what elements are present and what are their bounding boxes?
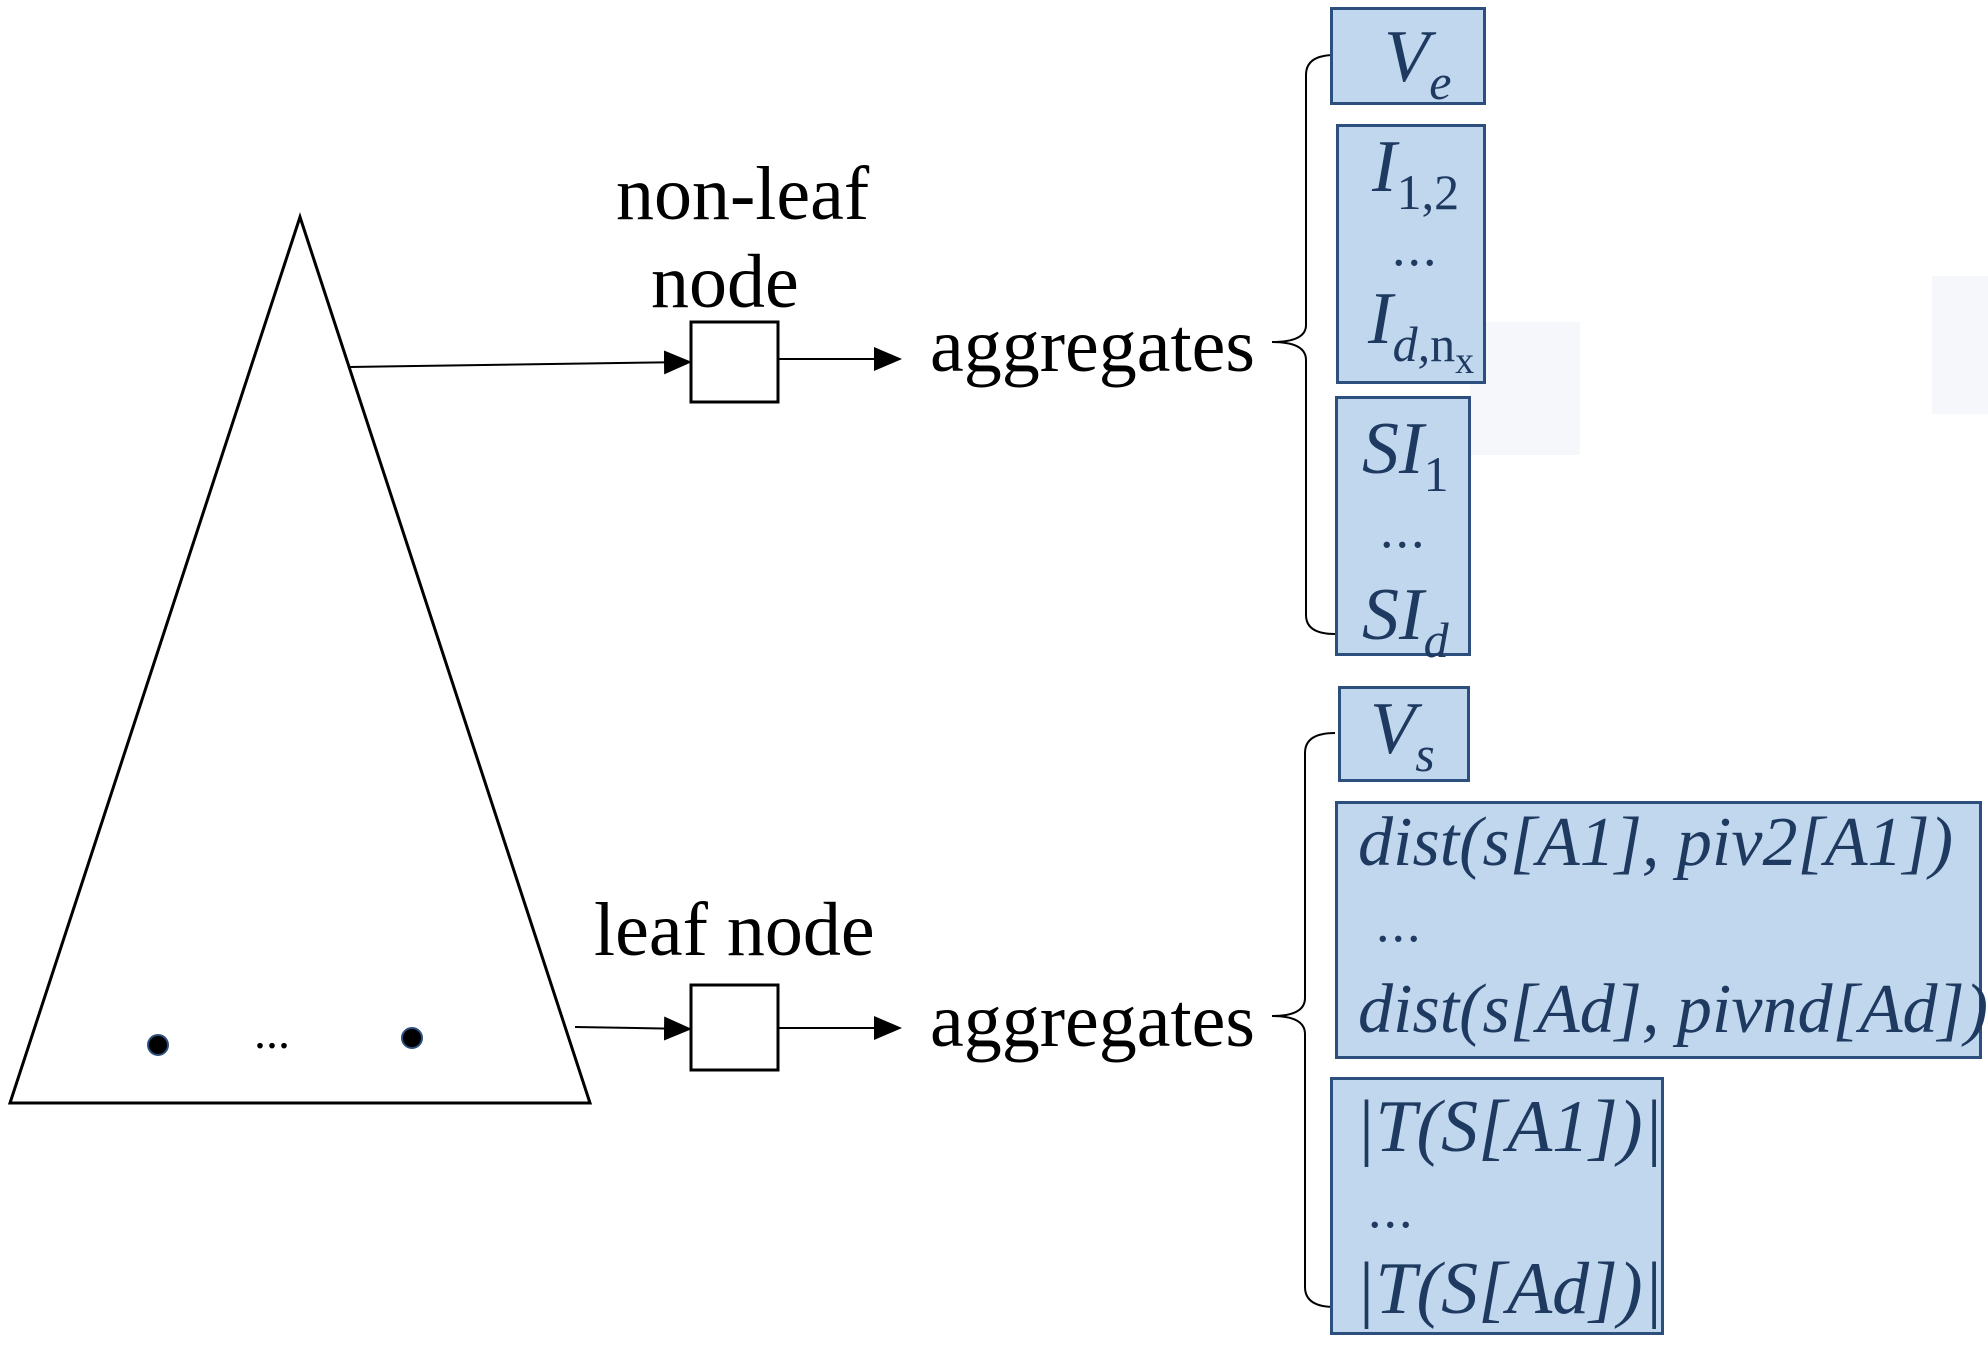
i-last-math: Id,nx	[1368, 278, 1475, 382]
si-last-math: SId	[1362, 574, 1449, 668]
tree-triangle	[7, 212, 593, 1105]
t-first-math: |T(S[A1])|	[1355, 1086, 1663, 1168]
lower-brace	[1271, 732, 1336, 1308]
dist-box	[1335, 801, 1982, 1059]
vs-box	[1338, 686, 1470, 782]
upper-brace	[1271, 54, 1336, 635]
faint-patch-1	[1470, 322, 1580, 455]
leaf-pointer-line	[574, 1016, 692, 1041]
leaf-aggregates-label: aggregates	[930, 979, 1255, 1063]
faint-patch-2	[1932, 276, 1988, 414]
i-box	[1336, 124, 1486, 384]
leaf-dot-left	[147, 1034, 169, 1056]
i-first-math: I1,2	[1372, 126, 1460, 220]
nonleaf-pointer-line	[349, 350, 692, 375]
nonleaf-node-box	[689, 320, 780, 404]
t-ellipsis: ...	[1368, 1179, 1415, 1239]
ve-box	[1330, 7, 1486, 105]
t-last-math: |T(S[Ad])|	[1355, 1248, 1663, 1330]
t-box	[1330, 1077, 1664, 1335]
ve-math: Ve	[1384, 16, 1452, 110]
dist-first-math: dist(s[A1], piv2[A1])	[1358, 804, 1953, 881]
nonleaf-label-line2: node	[651, 240, 799, 324]
tree-ellipsis: ...	[254, 1006, 290, 1059]
vs-math: Vs	[1370, 688, 1435, 782]
dist-ellipsis: ...	[1376, 893, 1423, 953]
dist-last-math: dist(s[Ad], pivnd[Ad])	[1358, 971, 1988, 1048]
leaf-label: leaf node	[594, 888, 875, 972]
si-first-math: SI1	[1362, 408, 1449, 502]
leaf-node-box	[689, 983, 780, 1072]
si-ellipsis: ...	[1380, 499, 1427, 559]
nonleaf-aggregates-label: aggregates	[930, 304, 1255, 388]
si-box	[1335, 396, 1471, 656]
leaf-dot-right	[401, 1027, 423, 1049]
i-ellipsis: ...	[1392, 217, 1439, 277]
nonleaf-label-line1: non-leaf	[616, 152, 870, 236]
